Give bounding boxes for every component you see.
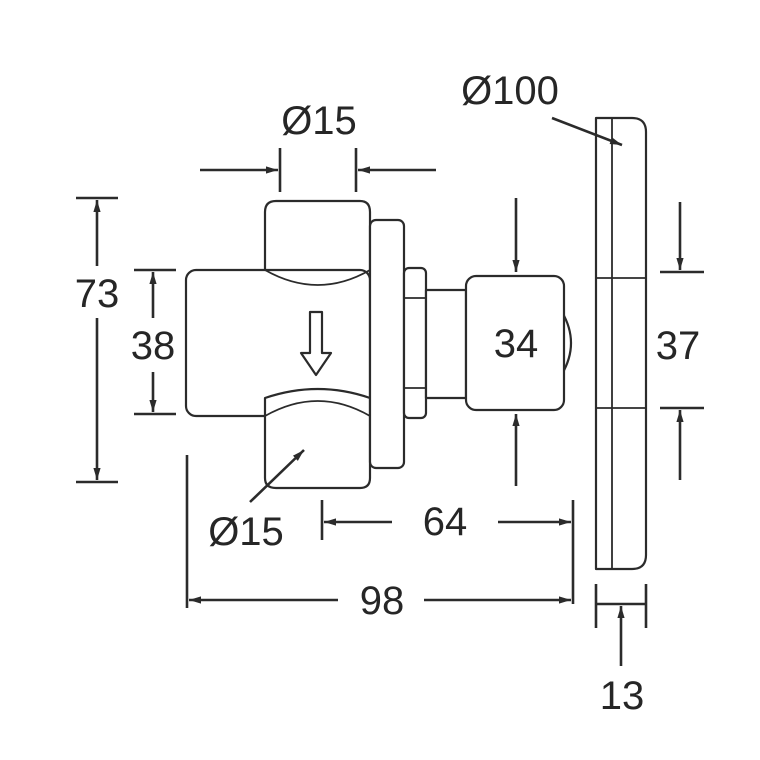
label-13: 13 [600, 674, 645, 718]
label-34: 34 [494, 322, 539, 366]
valve-collar [368, 218, 468, 470]
label-64: 64 [423, 500, 468, 544]
hex-nut [402, 266, 428, 420]
dimension-13: 13 [594, 584, 648, 718]
dimension-38: 38 [131, 268, 176, 416]
dimension-dia15-top: Ø15 [200, 99, 436, 192]
dimension-37: 37 [656, 202, 704, 480]
label-dia100: Ø100 [461, 69, 559, 113]
label-98: 98 [360, 579, 405, 623]
down-arrow-icon [299, 310, 333, 377]
dimension-73: 73 [75, 196, 120, 484]
dimension-64: 64 [320, 500, 575, 604]
dimension-dia15-bottom: Ø15 [208, 449, 305, 554]
dimension-34: 34 [494, 198, 539, 486]
label-73: 73 [75, 272, 120, 316]
rosette-plate-outline [594, 116, 648, 571]
collar-flange [368, 218, 406, 470]
dimension-dia100: Ø100 [461, 69, 623, 147]
push-button [464, 274, 572, 412]
valve-body [184, 199, 372, 490]
label-38: 38 [131, 324, 176, 368]
label-37: 37 [656, 324, 701, 368]
push-button-cap [464, 274, 566, 412]
dimension-98: 98 [185, 455, 571, 623]
rosette-plate [594, 116, 648, 571]
label-dia15-bottom: Ø15 [208, 510, 284, 554]
bottom-port-seam [264, 400, 371, 417]
label-dia15-top: Ø15 [281, 99, 357, 143]
top-port-seam [264, 269, 371, 286]
stem-neck [424, 288, 468, 400]
